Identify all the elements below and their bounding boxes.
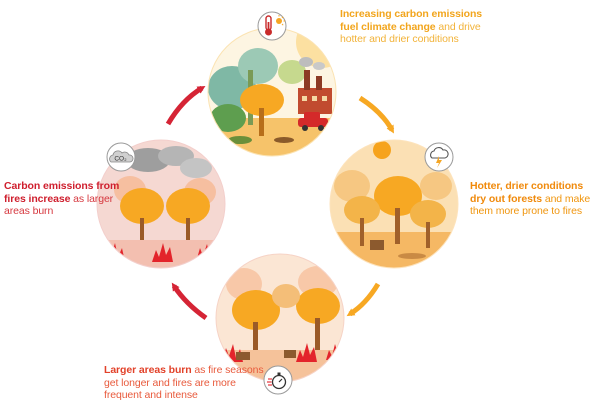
caption-left-rest: as larger areas burn <box>4 192 114 218</box>
caption-right-rest: and make them more prone to fires <box>470 192 591 218</box>
cycle-arrows <box>165 85 395 321</box>
thermometer-sun-icon <box>257 11 287 41</box>
arrow-right-to-bottom <box>346 282 381 317</box>
caption-top-bold: Increasing carbon emissions fuel climate… <box>340 8 483 33</box>
caption-left-stage: Carbon emissions from fires increase as … <box>4 180 122 218</box>
stopwatch-icon <box>263 365 293 395</box>
caption-right-bold: Hotter, drier conditions dry out forests <box>470 180 584 205</box>
caption-bottom-bold: Larger areas burn <box>104 364 192 376</box>
caption-left-bold: Carbon emissions from fires increase <box>4 180 120 205</box>
caption-top-rest: and drive hotter and drier conditions <box>340 20 481 46</box>
caption-top-stage: Increasing carbon emissions fuel climate… <box>340 8 500 46</box>
co2-cloud-icon: CO₂ <box>106 142 136 172</box>
caption-right-stage: Hotter, drier conditions dry out forests… <box>470 180 595 218</box>
co2-icon-label: CO₂ <box>114 156 127 163</box>
arrow-left-to-top <box>165 85 206 126</box>
caption-bottom-rest: as fire seasons get longer and fires are… <box>104 364 264 401</box>
caption-bottom-stage: Larger areas burn as fire seasons get lo… <box>104 364 264 402</box>
arrow-bottom-to-left <box>171 282 208 321</box>
arrow-top-to-right <box>358 95 395 134</box>
storm-cloud-lightning-icon <box>424 142 454 172</box>
